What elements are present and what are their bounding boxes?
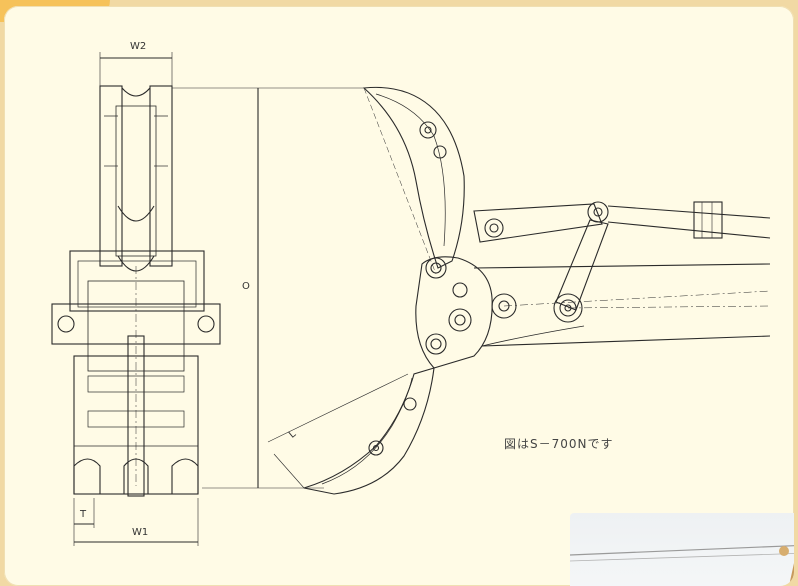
photo-content <box>570 545 794 586</box>
photo-thumbnail <box>570 513 794 586</box>
attachment-technical-drawing <box>51 52 771 546</box>
t-label: T <box>80 509 87 520</box>
front-view <box>51 52 221 546</box>
side-view <box>267 86 771 495</box>
diagram-caption: 図はS－700Nです <box>504 437 614 451</box>
o-dimension <box>172 87 364 489</box>
w1-label: W1 <box>132 527 149 538</box>
w2-label: W2 <box>130 41 147 52</box>
diagram-panel: W2 W1 T O L 図はS－700Nです <box>4 6 794 586</box>
o-label: O <box>242 281 250 292</box>
